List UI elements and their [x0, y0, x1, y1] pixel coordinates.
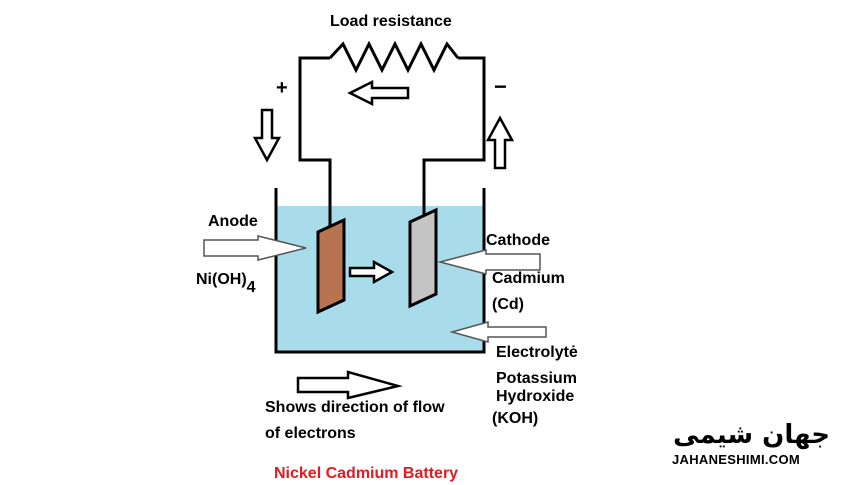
electron-flow-arrow-electrolyte: [348, 259, 395, 285]
anode-formula-text: Ni(OH): [196, 271, 247, 288]
anode-label: Anode: [208, 213, 258, 230]
anode-plate: [316, 217, 346, 315]
positive-terminal-label: +: [276, 77, 288, 99]
cadmium-label: Cadmium: [492, 270, 565, 287]
hydroxide-label: Hydroxide: [496, 388, 575, 405]
legend-arrow: [296, 370, 403, 400]
anode-pointer-arrow: [203, 235, 307, 261]
electron-flow-arrow-top: [347, 79, 410, 107]
current-arrow-up: [485, 115, 515, 170]
anode-formula-subscript: 4: [246, 279, 256, 296]
logo-latin-text: JAHANESHIMI.COM: [672, 452, 801, 467]
current-arrow-down: [252, 108, 282, 163]
electrolyte-label: Electrolytė: [496, 344, 578, 361]
cathode-pointer-arrow: [437, 249, 541, 275]
site-logo: جهان شیمی JAHANESHIMI.COM: [668, 420, 838, 472]
diagram-caption: Nickel Cadmium Battery: [274, 465, 459, 482]
cathode-label: Cathode: [486, 232, 550, 249]
cathode-plate: [408, 207, 438, 309]
logo-farsi-text: جهان شیمی: [673, 420, 830, 450]
koh-label: (KOH): [492, 410, 539, 427]
load-resistor: [328, 40, 460, 74]
wire-left: [298, 56, 332, 232]
anode-formula-label: Ni(OH)4: [196, 270, 256, 296]
cadmium-symbol-label: (Cd): [492, 296, 524, 313]
potassium-label: Potassium: [496, 370, 577, 387]
electrolyte-pointer-arrow: [449, 321, 547, 343]
load-resistance-label: Load resistance: [330, 13, 452, 30]
legend-text-line1: Shows direction of flow: [265, 399, 445, 416]
legend-text-line2: of electrons: [265, 425, 356, 442]
wire-right: [422, 56, 486, 218]
negative-terminal-label: −: [494, 74, 507, 99]
